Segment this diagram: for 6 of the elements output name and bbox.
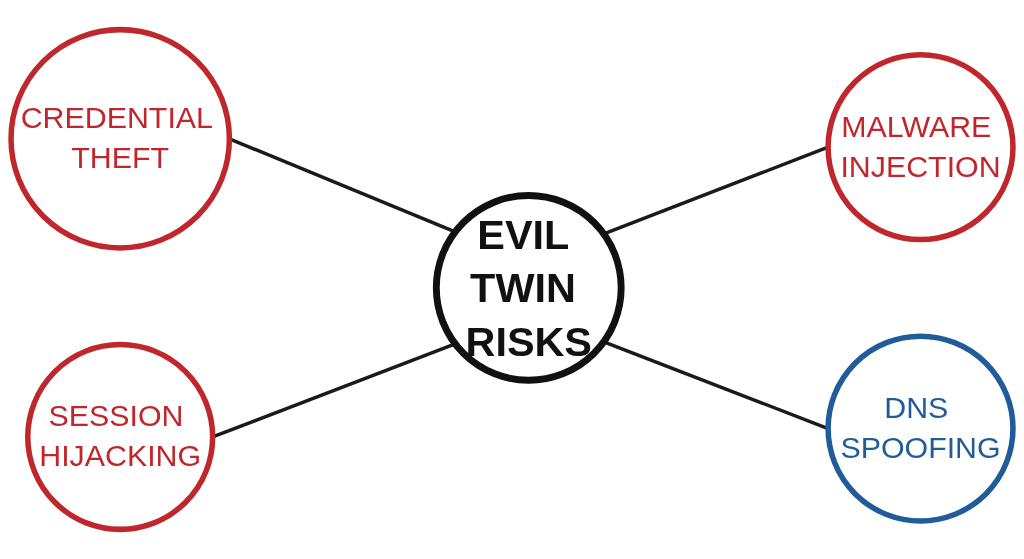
node-circle: EVIL TWIN RISKS xyxy=(432,192,625,384)
node-circle: SESSION HIJACKING xyxy=(25,341,216,533)
connector xyxy=(212,342,456,439)
node-circle: DNS SPOOFING xyxy=(825,333,1016,524)
node-circle: CREDENTIAL THEFT xyxy=(8,26,233,251)
node-circle: MALWARE INJECTION xyxy=(825,51,1016,243)
